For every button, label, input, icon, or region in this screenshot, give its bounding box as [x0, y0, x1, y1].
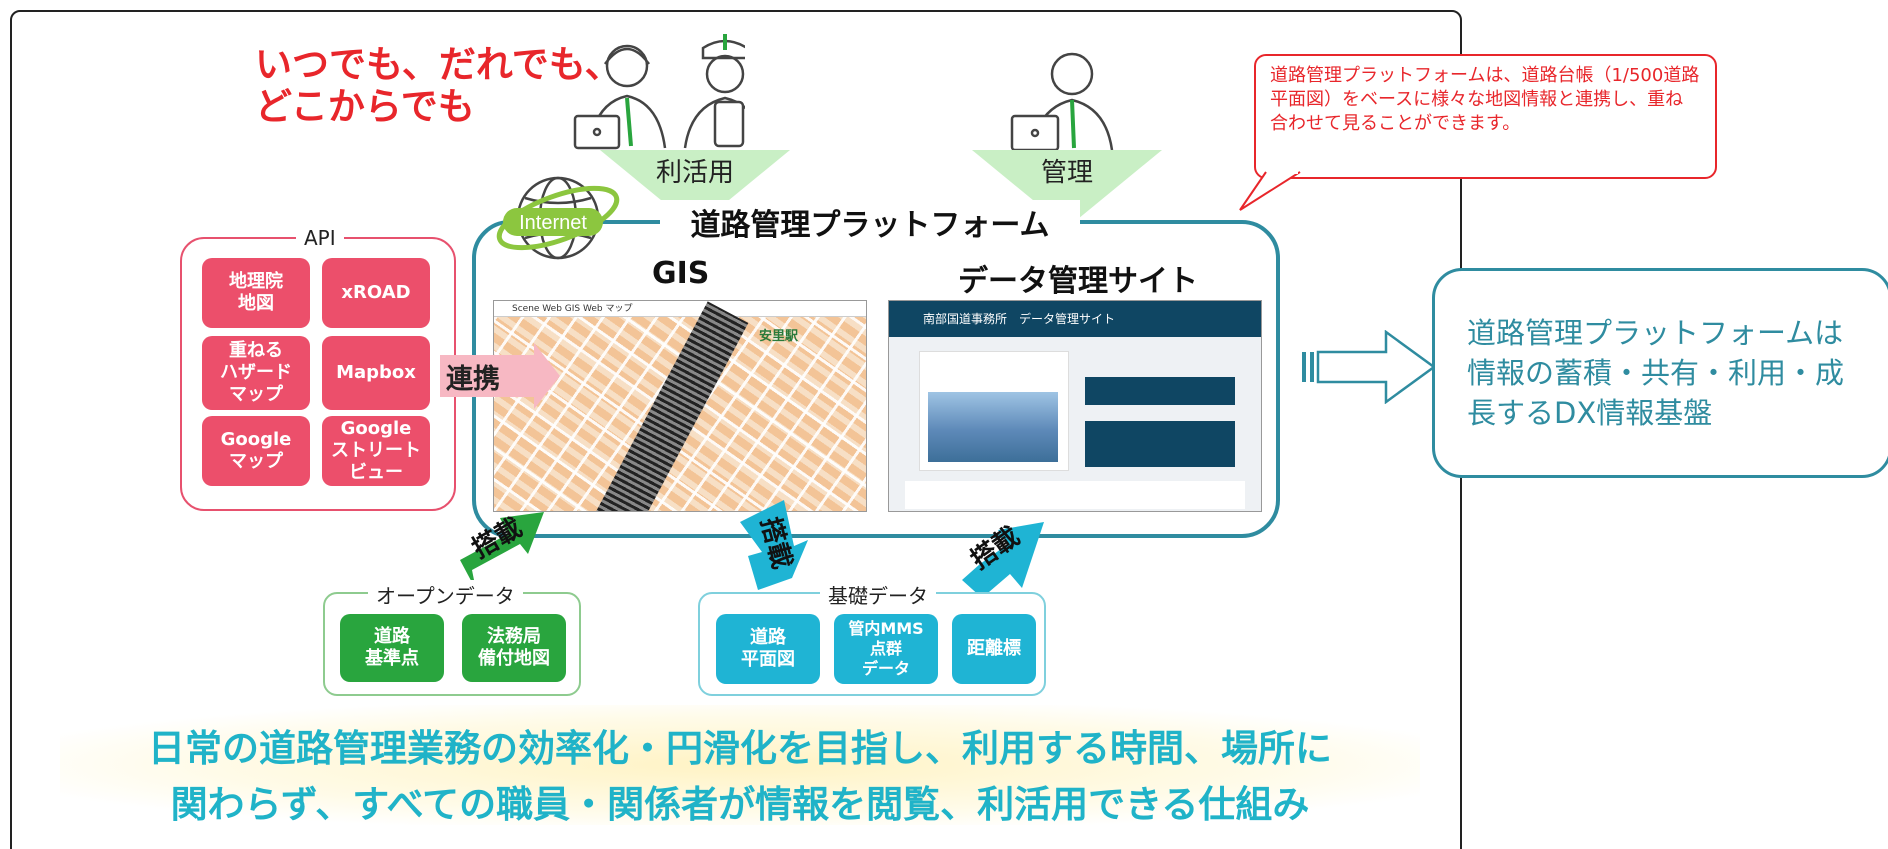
renkei-arrow: 連携	[440, 355, 534, 397]
gis-link-panel	[1085, 377, 1235, 405]
base-data-tile-mms-point-cloud: 管内MMS 点群 データ	[834, 614, 938, 684]
base-data-label: 基礎データ	[820, 580, 936, 609]
api-tile-google-map: Google マップ	[202, 416, 310, 486]
gis-screenshot: Scene Web GIS Web マップ 安里駅	[493, 300, 867, 512]
data-site-title: データ管理サイト	[958, 264, 1198, 299]
summary-line2: 関わらず、すべての職員・関係者が情報を閲覧、利活用できる仕組み	[170, 783, 1310, 826]
gis-station-label: 安里駅	[759, 329, 799, 344]
base-data-tile-distance-marker: 距離標	[952, 614, 1036, 684]
api-tile-google-street-view: Google ストリート ビュー	[322, 416, 430, 486]
dx-foundation-box: 道路管理プラットフォームは情報の蓄積・共有・利用・成長するDX情報基盤	[1432, 268, 1888, 478]
news-panel	[905, 481, 1245, 509]
data-site-header: 南部国道事務所 データ管理サイト	[889, 301, 1261, 337]
users-icon	[573, 34, 745, 150]
api-label: API	[296, 226, 344, 250]
right-arrow-icon	[1302, 330, 1436, 404]
callout-tail	[1239, 170, 1301, 211]
platform-callout: 道路管理プラットフォームは、道路台帳（1/500道路平面図）をベースに様々な地図…	[1254, 54, 1717, 179]
manage-label: 管理	[1040, 158, 1093, 188]
catchphrase-line2: どこからでも	[255, 85, 475, 128]
open-data-label: オープンデータ	[368, 580, 523, 609]
catchphrase-line1: いつでも、だれでも、	[255, 43, 622, 86]
platform-title: 道路管理プラットフォーム	[660, 200, 1080, 244]
use-label: 利活用	[655, 158, 734, 188]
manager-icon	[1010, 52, 1114, 150]
summary-glow	[60, 705, 1420, 825]
api-tile-hazard-map: 重ねる ハザード マップ	[202, 336, 310, 410]
data-search-panel	[1085, 421, 1235, 467]
api-tile-gsi-map: 地理院 地図	[202, 258, 310, 328]
tousai-arrow-base-left	[740, 500, 808, 590]
internet-globe-icon: Internet	[496, 176, 620, 260]
open-data-tile-legal-affairs-map: 法務局 備付地図	[462, 614, 566, 682]
base-data-tile-road-plan: 道路 平面図	[716, 614, 820, 684]
gis-screen-header: Scene Web GIS Web マップ	[494, 301, 866, 317]
api-tile-mapbox: Mapbox	[322, 336, 430, 410]
road-line	[585, 301, 749, 511]
summary-line1: 日常の道路管理業務の効率化・円滑化を目指し、利用する時間、場所に	[148, 727, 1332, 770]
renkei-arrow-head	[534, 343, 560, 409]
internet-label: Internet	[519, 212, 587, 234]
bridge-photo	[928, 392, 1058, 462]
tousai-arrow-open	[460, 512, 544, 590]
tousai-arrow-base-right	[962, 522, 1044, 598]
data-site-card	[919, 351, 1069, 471]
open-data-tile-road-reference-point: 道路 基準点	[340, 614, 444, 682]
data-site-screenshot: 南部国道事務所 データ管理サイト	[888, 300, 1262, 512]
api-tile-xroad: xROAD	[322, 258, 430, 328]
gis-title: GIS	[652, 256, 710, 291]
